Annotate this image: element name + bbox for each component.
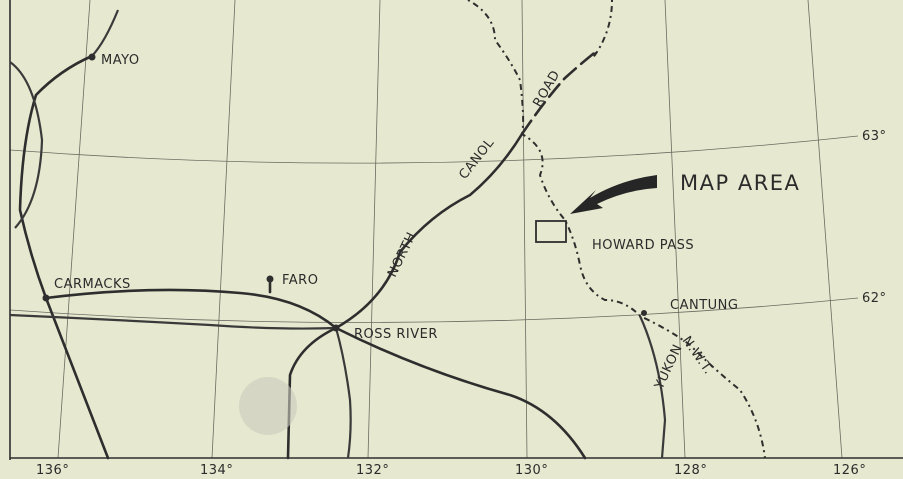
meridian-130 (521, 0, 528, 459)
longitude-label-136: 136° (36, 463, 69, 478)
meridian-132 (367, 0, 381, 459)
label-howard-pass: HOWARD PASS (592, 238, 694, 253)
graticule (9, 0, 859, 459)
river-pelly (334, 327, 352, 459)
label-mayo: MAYO (101, 53, 140, 68)
river-east (638, 315, 667, 459)
faro-dot (266, 275, 274, 283)
ross-river-dot (332, 324, 340, 332)
mayo-dot (88, 53, 96, 61)
latitude-label-63: 63° (862, 129, 887, 144)
label-road: ROAD (530, 68, 563, 110)
road-klondike (44, 288, 338, 330)
meridian-134 (211, 0, 236, 459)
label-cantung: CANTUNG (670, 298, 738, 313)
longitude-label-134: 134° (200, 463, 233, 478)
label-carmacks: CARMACKS (54, 277, 131, 292)
road-carmacks-south (44, 296, 110, 460)
meridian-126 (807, 0, 843, 459)
faded-stamp (239, 377, 297, 435)
label-nwt: N.W.T. (679, 334, 716, 378)
map-area-box[interactable] (535, 220, 567, 243)
longitude-label-128: 128° (674, 463, 707, 478)
road-mayo (18, 54, 94, 300)
cantung-dot (641, 310, 647, 316)
road-ross-south (286, 326, 338, 460)
label-map-area: MAP AREA (680, 171, 800, 195)
label-north: NORTH (385, 230, 420, 280)
river-sw (9, 313, 337, 330)
meridian-128 (664, 0, 686, 459)
latitude-label-62: 62° (862, 291, 887, 306)
longitude-label-126: 126° (833, 463, 866, 478)
carmacks-dot (42, 294, 50, 302)
road-canol-dashed (520, 48, 600, 136)
border-north-branch (592, 0, 613, 58)
longitude-label-132: 132° (356, 463, 389, 478)
longitude-label-130: 130° (515, 463, 548, 478)
border-yukon-nwt (467, 0, 766, 459)
label-faro: FARO (282, 273, 318, 288)
parallel-63 (9, 135, 859, 164)
label-ross-river: ROSS RIVER (354, 327, 438, 342)
road-north-canol (334, 132, 524, 330)
river-west (9, 61, 44, 229)
parallel-62 (9, 297, 859, 323)
road-robert-campbell (334, 326, 587, 460)
map-area-arrow-icon (570, 175, 657, 214)
meridian-136 (57, 0, 91, 459)
